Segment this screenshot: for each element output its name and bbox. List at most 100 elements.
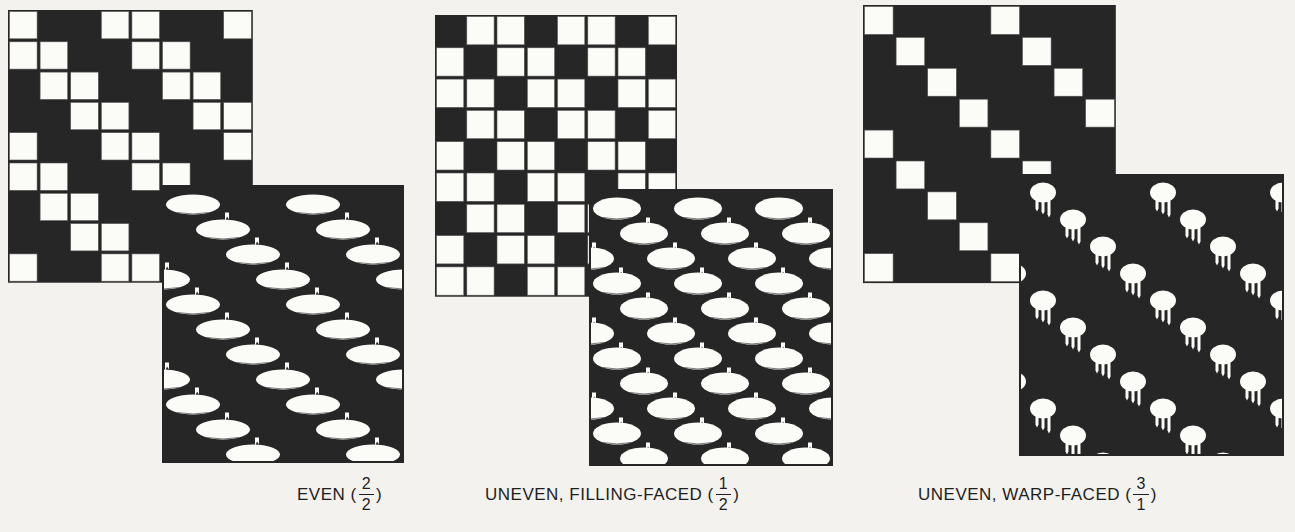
float-shade	[590, 268, 604, 270]
warp-streak	[1198, 226, 1201, 245]
float-shade	[792, 243, 821, 245]
grid-cell	[1086, 99, 1115, 127]
grid-cell	[527, 173, 554, 201]
filling-float	[226, 345, 280, 365]
grid-cell	[959, 99, 988, 127]
filling-float	[647, 323, 695, 345]
float-shade	[297, 413, 329, 415]
caption-paren: )	[376, 485, 382, 505]
grid-cell	[40, 163, 68, 190]
grid-cell	[163, 42, 191, 69]
weave-fraction: 31	[1133, 475, 1148, 514]
grid-cell	[991, 130, 1020, 158]
grid-cell	[193, 102, 221, 129]
grid-cell	[467, 204, 494, 232]
grid-cell	[71, 193, 99, 220]
grid-ground	[863, 5, 1116, 283]
grid-cell	[618, 142, 645, 170]
float-shade	[711, 393, 740, 395]
filling-float	[256, 270, 310, 290]
filling-float	[782, 448, 830, 466]
grid-cell	[224, 133, 252, 160]
grid-cell	[132, 133, 160, 160]
fabric-floats	[163, 186, 403, 462]
warp-streak	[1246, 280, 1249, 293]
warp-streak	[1192, 442, 1195, 456]
float-shade	[684, 443, 713, 445]
warp-streak	[1102, 361, 1105, 377]
filling-float	[593, 273, 641, 295]
warp-streak	[1156, 199, 1159, 212]
grid-cell	[71, 72, 99, 99]
grid-cell	[497, 48, 524, 76]
warp-streak	[1126, 388, 1129, 401]
grid-cell	[896, 161, 925, 189]
filling-float	[196, 220, 250, 240]
warp-streak	[1258, 280, 1261, 299]
grid-cell	[40, 72, 68, 99]
float-shade	[738, 343, 767, 345]
filling-float	[166, 295, 220, 315]
grid-cell	[437, 79, 464, 107]
filling-float	[674, 198, 722, 220]
warp-streak	[1078, 334, 1081, 353]
weave-fraction: 12	[716, 475, 731, 514]
filling-float	[728, 248, 776, 270]
float-shade	[765, 368, 794, 370]
weave-caption: EVEN (22)	[297, 475, 382, 514]
filling-float	[701, 223, 749, 245]
grid-cell	[865, 254, 894, 282]
grid-cell	[40, 193, 68, 220]
warp-streak	[1198, 334, 1201, 353]
warp-streak	[1096, 253, 1099, 266]
warp-streak	[1066, 334, 1069, 347]
grid-cell	[40, 42, 68, 69]
grid-cell	[588, 142, 615, 170]
grid-cell	[132, 12, 160, 39]
grid-cell	[467, 17, 494, 45]
grid-cell	[101, 133, 129, 160]
fraction-numerator: 1	[716, 475, 731, 495]
warp-streak	[1126, 280, 1129, 293]
float-shade	[327, 238, 359, 240]
grid-cell	[1023, 37, 1052, 65]
warp-streak	[1078, 442, 1081, 456]
float-shade	[590, 343, 604, 345]
grid-cell	[193, 72, 221, 99]
warp-streak	[1042, 307, 1045, 323]
warp-streak	[1186, 334, 1189, 347]
filling-float	[782, 298, 830, 320]
fabric-ground	[163, 186, 403, 462]
grid-cell	[648, 110, 675, 138]
float-shade	[207, 338, 239, 340]
grid-cell	[10, 254, 38, 281]
fabric-ground	[590, 190, 832, 465]
grid-cell	[224, 12, 252, 39]
grid-cell	[865, 130, 894, 158]
fraction-denominator: 2	[359, 495, 374, 514]
warp-streak	[1048, 199, 1051, 218]
float-shade	[630, 393, 659, 395]
filling-float	[809, 323, 832, 345]
float-shade	[590, 418, 604, 420]
float-shade	[630, 318, 659, 320]
warp-streak	[1168, 307, 1171, 326]
grid-cell	[497, 142, 524, 170]
warp-streak	[1222, 253, 1225, 269]
float-shade	[297, 213, 329, 215]
float-shade	[207, 438, 239, 440]
grid-cell	[991, 7, 1020, 35]
point-paper-grid	[863, 5, 1116, 283]
grid-cell	[101, 254, 129, 281]
float-shade	[163, 388, 179, 390]
warp-streak	[1078, 226, 1081, 245]
float-shade	[387, 388, 403, 390]
float-shade	[819, 343, 832, 345]
filling-float	[256, 370, 310, 390]
warp-streak	[1246, 388, 1249, 401]
warp-streak	[1066, 226, 1069, 239]
grid-cell	[467, 110, 494, 138]
warp-streak	[1228, 253, 1231, 272]
warp-streak	[1198, 442, 1201, 456]
